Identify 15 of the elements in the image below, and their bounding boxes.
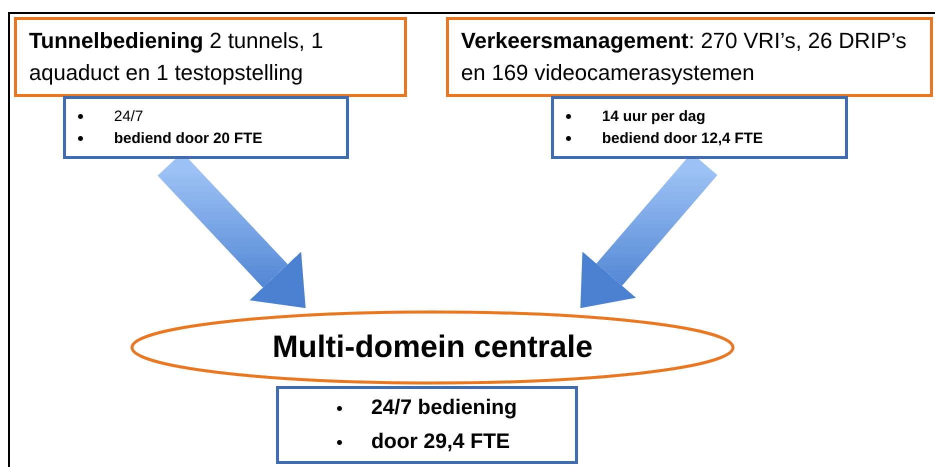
bullet-text: 24/7 bediening: [371, 395, 517, 421]
category-box: [14, 17, 407, 97]
bullet-text: 14 uur per dag: [602, 106, 706, 126]
bullet-text: 24/7: [114, 106, 144, 126]
category-description: Verkeersmanagement: 270 VRI’s, 26 DRIP’s en 169 videocamerasystemen: [461, 27, 908, 87]
info-box: [276, 386, 578, 464]
ellipse-node: [130, 310, 735, 385]
info-box: [63, 96, 349, 159]
info-box: [551, 96, 848, 159]
bullet-text: door 29,4 FTE: [371, 429, 510, 455]
category-description: Tunnelbediening 2 tunnels, 1 aquaduct en 1 testopstelling: [29, 27, 324, 87]
bullet-text: bediend door 20 FTE: [114, 128, 262, 148]
center-title: Multi-domein centrale: [272, 328, 593, 366]
category-box: [446, 17, 933, 97]
bullet-text: bediend door 12,4 FTE: [602, 128, 763, 148]
